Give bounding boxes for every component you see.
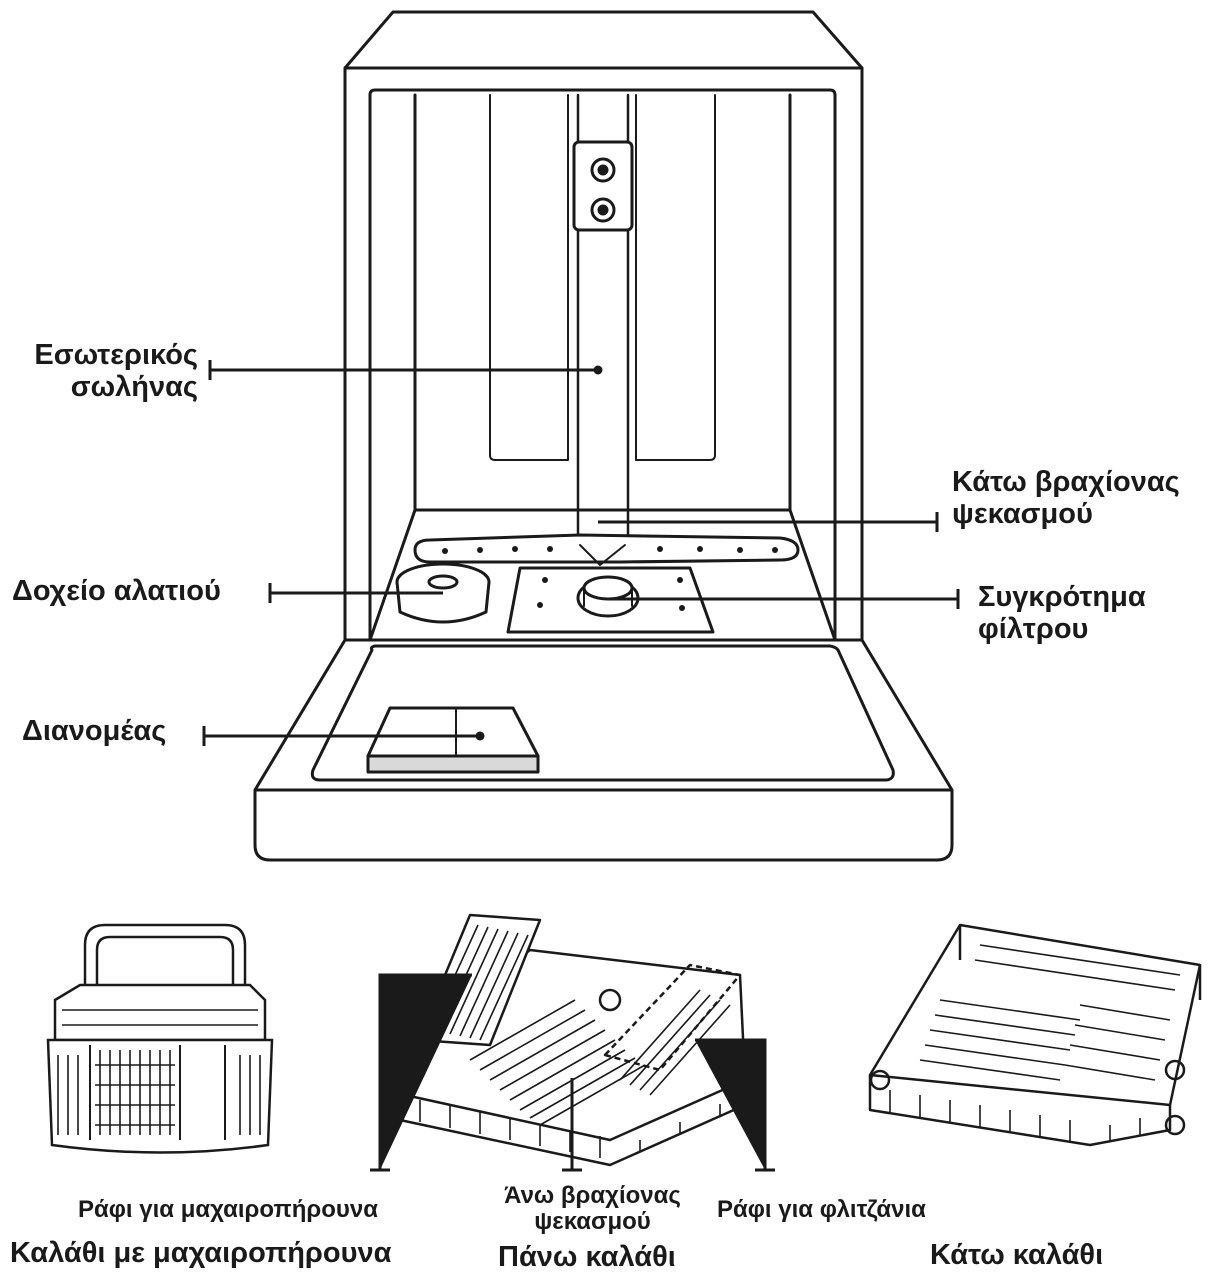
- label-dispenser: Διανομέας: [22, 716, 166, 748]
- label-cup-shelf: Ράφι για φλιτζάνια: [717, 1197, 926, 1223]
- label-upper-basket: Πάνω καλάθι: [498, 1242, 676, 1274]
- label-filter-assembly-line1: Συγκρότημα: [978, 582, 1146, 614]
- label-lower-basket: Κάτω καλάθι: [930, 1240, 1103, 1272]
- label-salt-container: Δοχείο αλατιού: [12, 576, 221, 608]
- label-lower-spray-arm: Κάτω βραχίονας ψεκασμού: [952, 467, 1180, 531]
- label-cutlery-shelf: Ράφι για μαχαιροπήρουνα: [78, 1197, 378, 1223]
- label-inner-pipe-line1: Εσωτερικός: [8, 340, 198, 372]
- dispenser: [368, 708, 538, 772]
- leader-inner-pipe: [210, 360, 598, 380]
- leader-cup-shelf: [695, 1040, 775, 1170]
- label-upper-spray-arm-line1: Άνω βραχίονας: [480, 1183, 705, 1209]
- label-filter-assembly: Συγκρότημα φίλτρου: [978, 582, 1146, 646]
- lower-spray-arm: [415, 535, 798, 565]
- label-upper-spray-arm-line2: ψεκασμού: [480, 1209, 705, 1235]
- label-inner-pipe: Εσωτερικός σωλήνας: [8, 340, 198, 404]
- dishwasher-door: [255, 640, 952, 860]
- label-lower-spray-arm-line2: ψεκασμού: [952, 499, 1180, 531]
- label-cutlery-basket: Καλάθι με μαχαιροπήρουνα: [10, 1238, 391, 1270]
- leader-lower-spray-arm: [598, 512, 937, 532]
- label-filter-assembly-line2: φίλτρου: [978, 614, 1146, 646]
- label-inner-pipe-line2: σωλήνας: [8, 372, 198, 404]
- inner-pipe: [574, 95, 632, 535]
- label-lower-spray-arm-line1: Κάτω βραχίονας: [952, 467, 1180, 499]
- label-upper-spray-arm: Άνω βραχίονας ψεκασμού: [480, 1183, 705, 1236]
